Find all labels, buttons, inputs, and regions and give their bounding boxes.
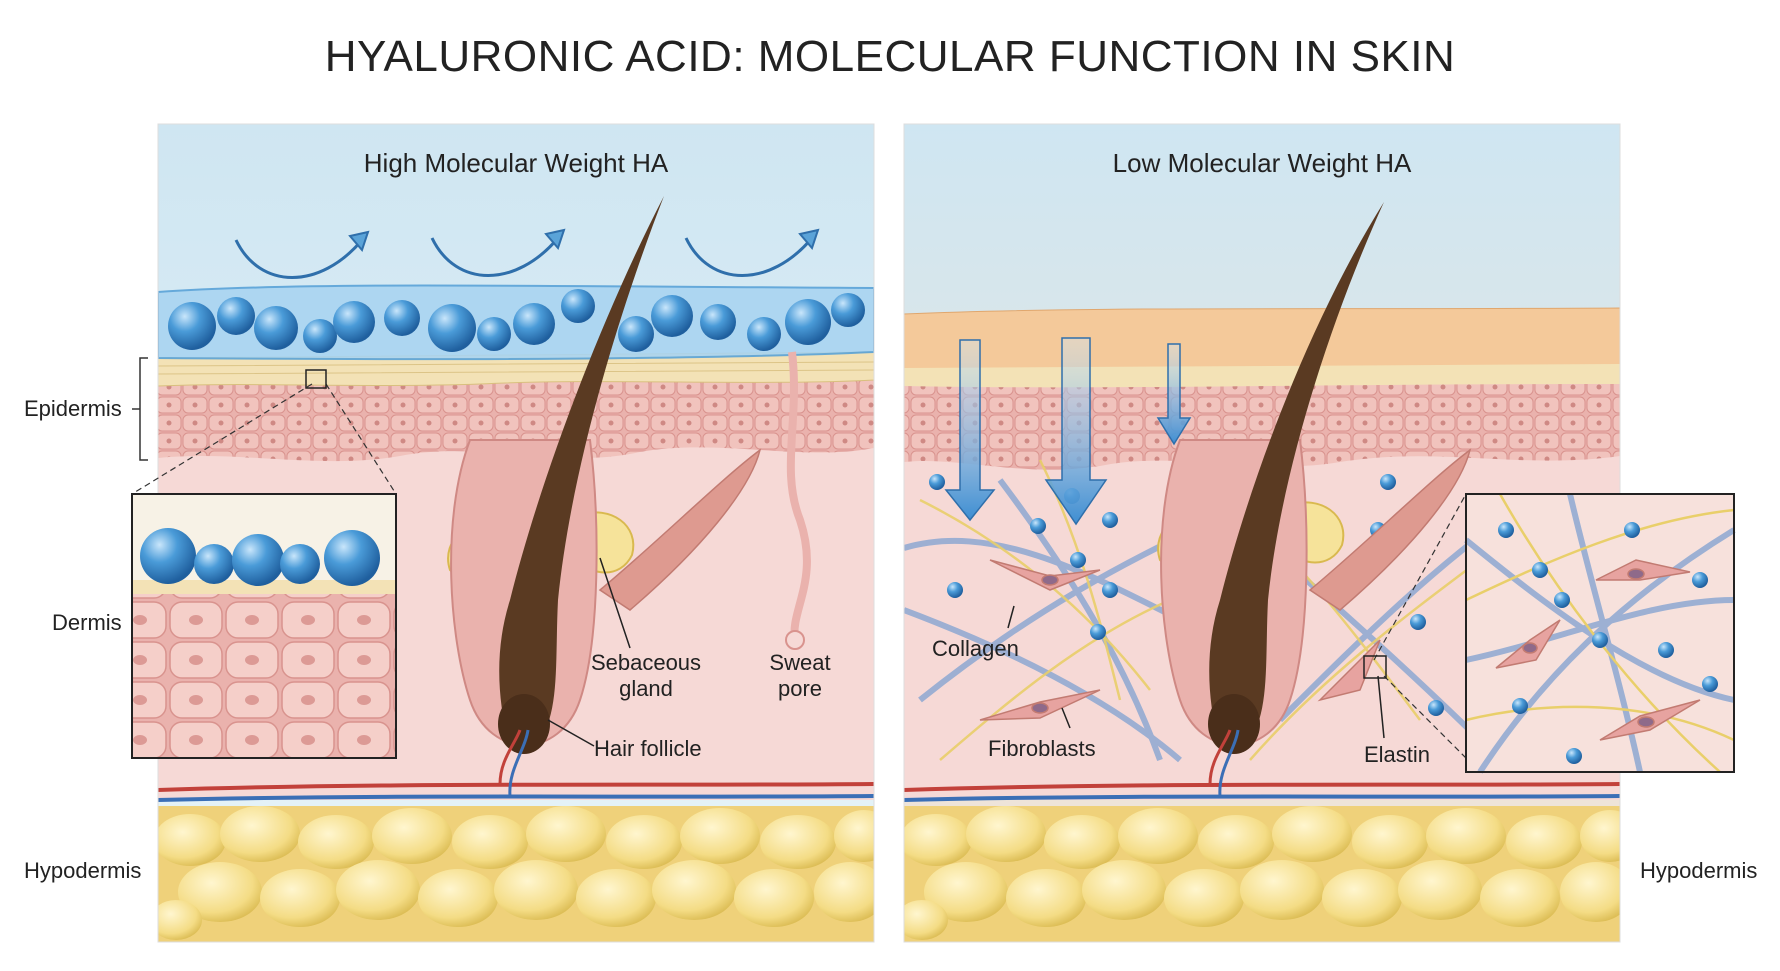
label-sebaceous-gland-2: gland bbox=[619, 676, 673, 701]
right-inset-magnified bbox=[1363, 493, 1736, 774]
left-panel bbox=[158, 124, 874, 942]
label-dermis: Dermis bbox=[52, 610, 122, 635]
page-title: HYALURONIC ACID: MOLECULAR FUNCTION IN S… bbox=[324, 32, 1456, 81]
label-epidermis: Epidermis bbox=[24, 396, 122, 421]
label-hypodermis-right: Hypodermis bbox=[1640, 858, 1757, 883]
hair bbox=[499, 196, 664, 740]
ha-large-molecules bbox=[168, 289, 865, 353]
epidermis-bracket bbox=[132, 357, 148, 461]
label-sweat-pore-1: Sweat bbox=[769, 650, 830, 675]
label-fibroblasts: Fibroblasts bbox=[988, 736, 1096, 761]
left-panel-title: High Molecular Weight HA bbox=[364, 148, 669, 178]
label-collagen: Collagen bbox=[932, 636, 1019, 661]
sweat-pore bbox=[786, 351, 811, 641]
label-sweat-pore-2: pore bbox=[778, 676, 822, 701]
right-panel-title: Low Molecular Weight HA bbox=[1113, 148, 1412, 178]
left-inset-magnified bbox=[131, 369, 397, 759]
hypodermis-fat bbox=[158, 806, 874, 942]
label-sebaceous-gland-1: Sebaceous bbox=[591, 650, 701, 675]
label-hypodermis-left: Hypodermis bbox=[24, 858, 141, 883]
label-hair-follicle: Hair follicle bbox=[594, 736, 702, 761]
penetration-arrows bbox=[944, 337, 1192, 526]
label-elastin: Elastin bbox=[1364, 742, 1430, 767]
fibroblasts bbox=[979, 559, 1381, 721]
retention-arrows bbox=[234, 237, 814, 279]
